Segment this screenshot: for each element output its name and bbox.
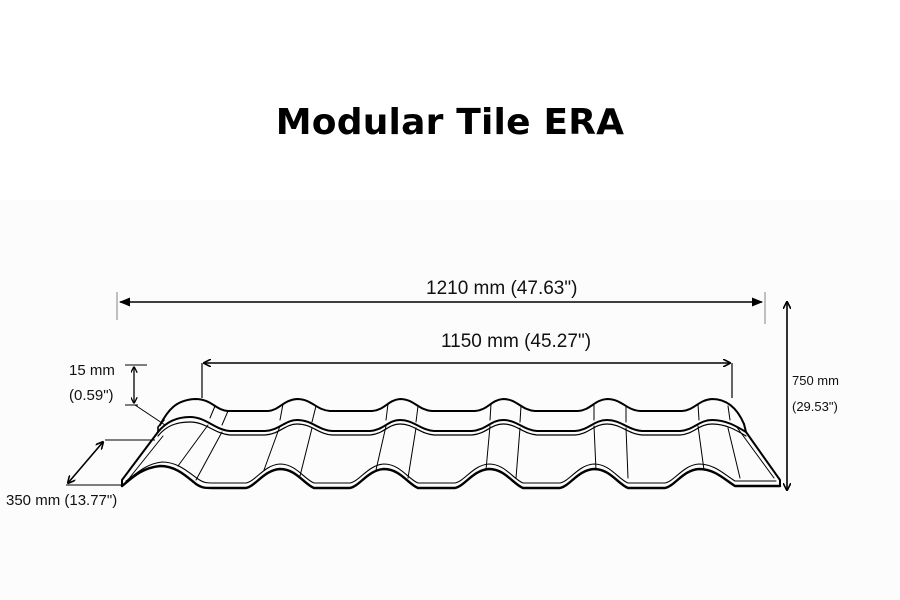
dimension-step-height [125,364,166,426]
page-title: Modular Tile ERA [275,102,625,143]
module-length-label: 350 mm (13.77") [6,492,118,509]
step-height-mm-label: 15 mm [69,362,115,379]
diagram-background [0,200,900,600]
dimension-module-length [66,439,155,486]
dimension-overall-width [116,292,766,324]
roof-tile-drawing [120,398,782,490]
length-inch-label: (29.53") [792,399,838,414]
dimension-effective-width [201,363,733,398]
step-height-inch-label: (0.59") [69,387,114,404]
overall-width-label: 1210 mm (47.63") [426,278,578,299]
length-mm-label: 750 mm [792,373,839,388]
title-background [0,0,900,200]
effective-width-label: 1150 mm (45.27") [441,331,592,352]
